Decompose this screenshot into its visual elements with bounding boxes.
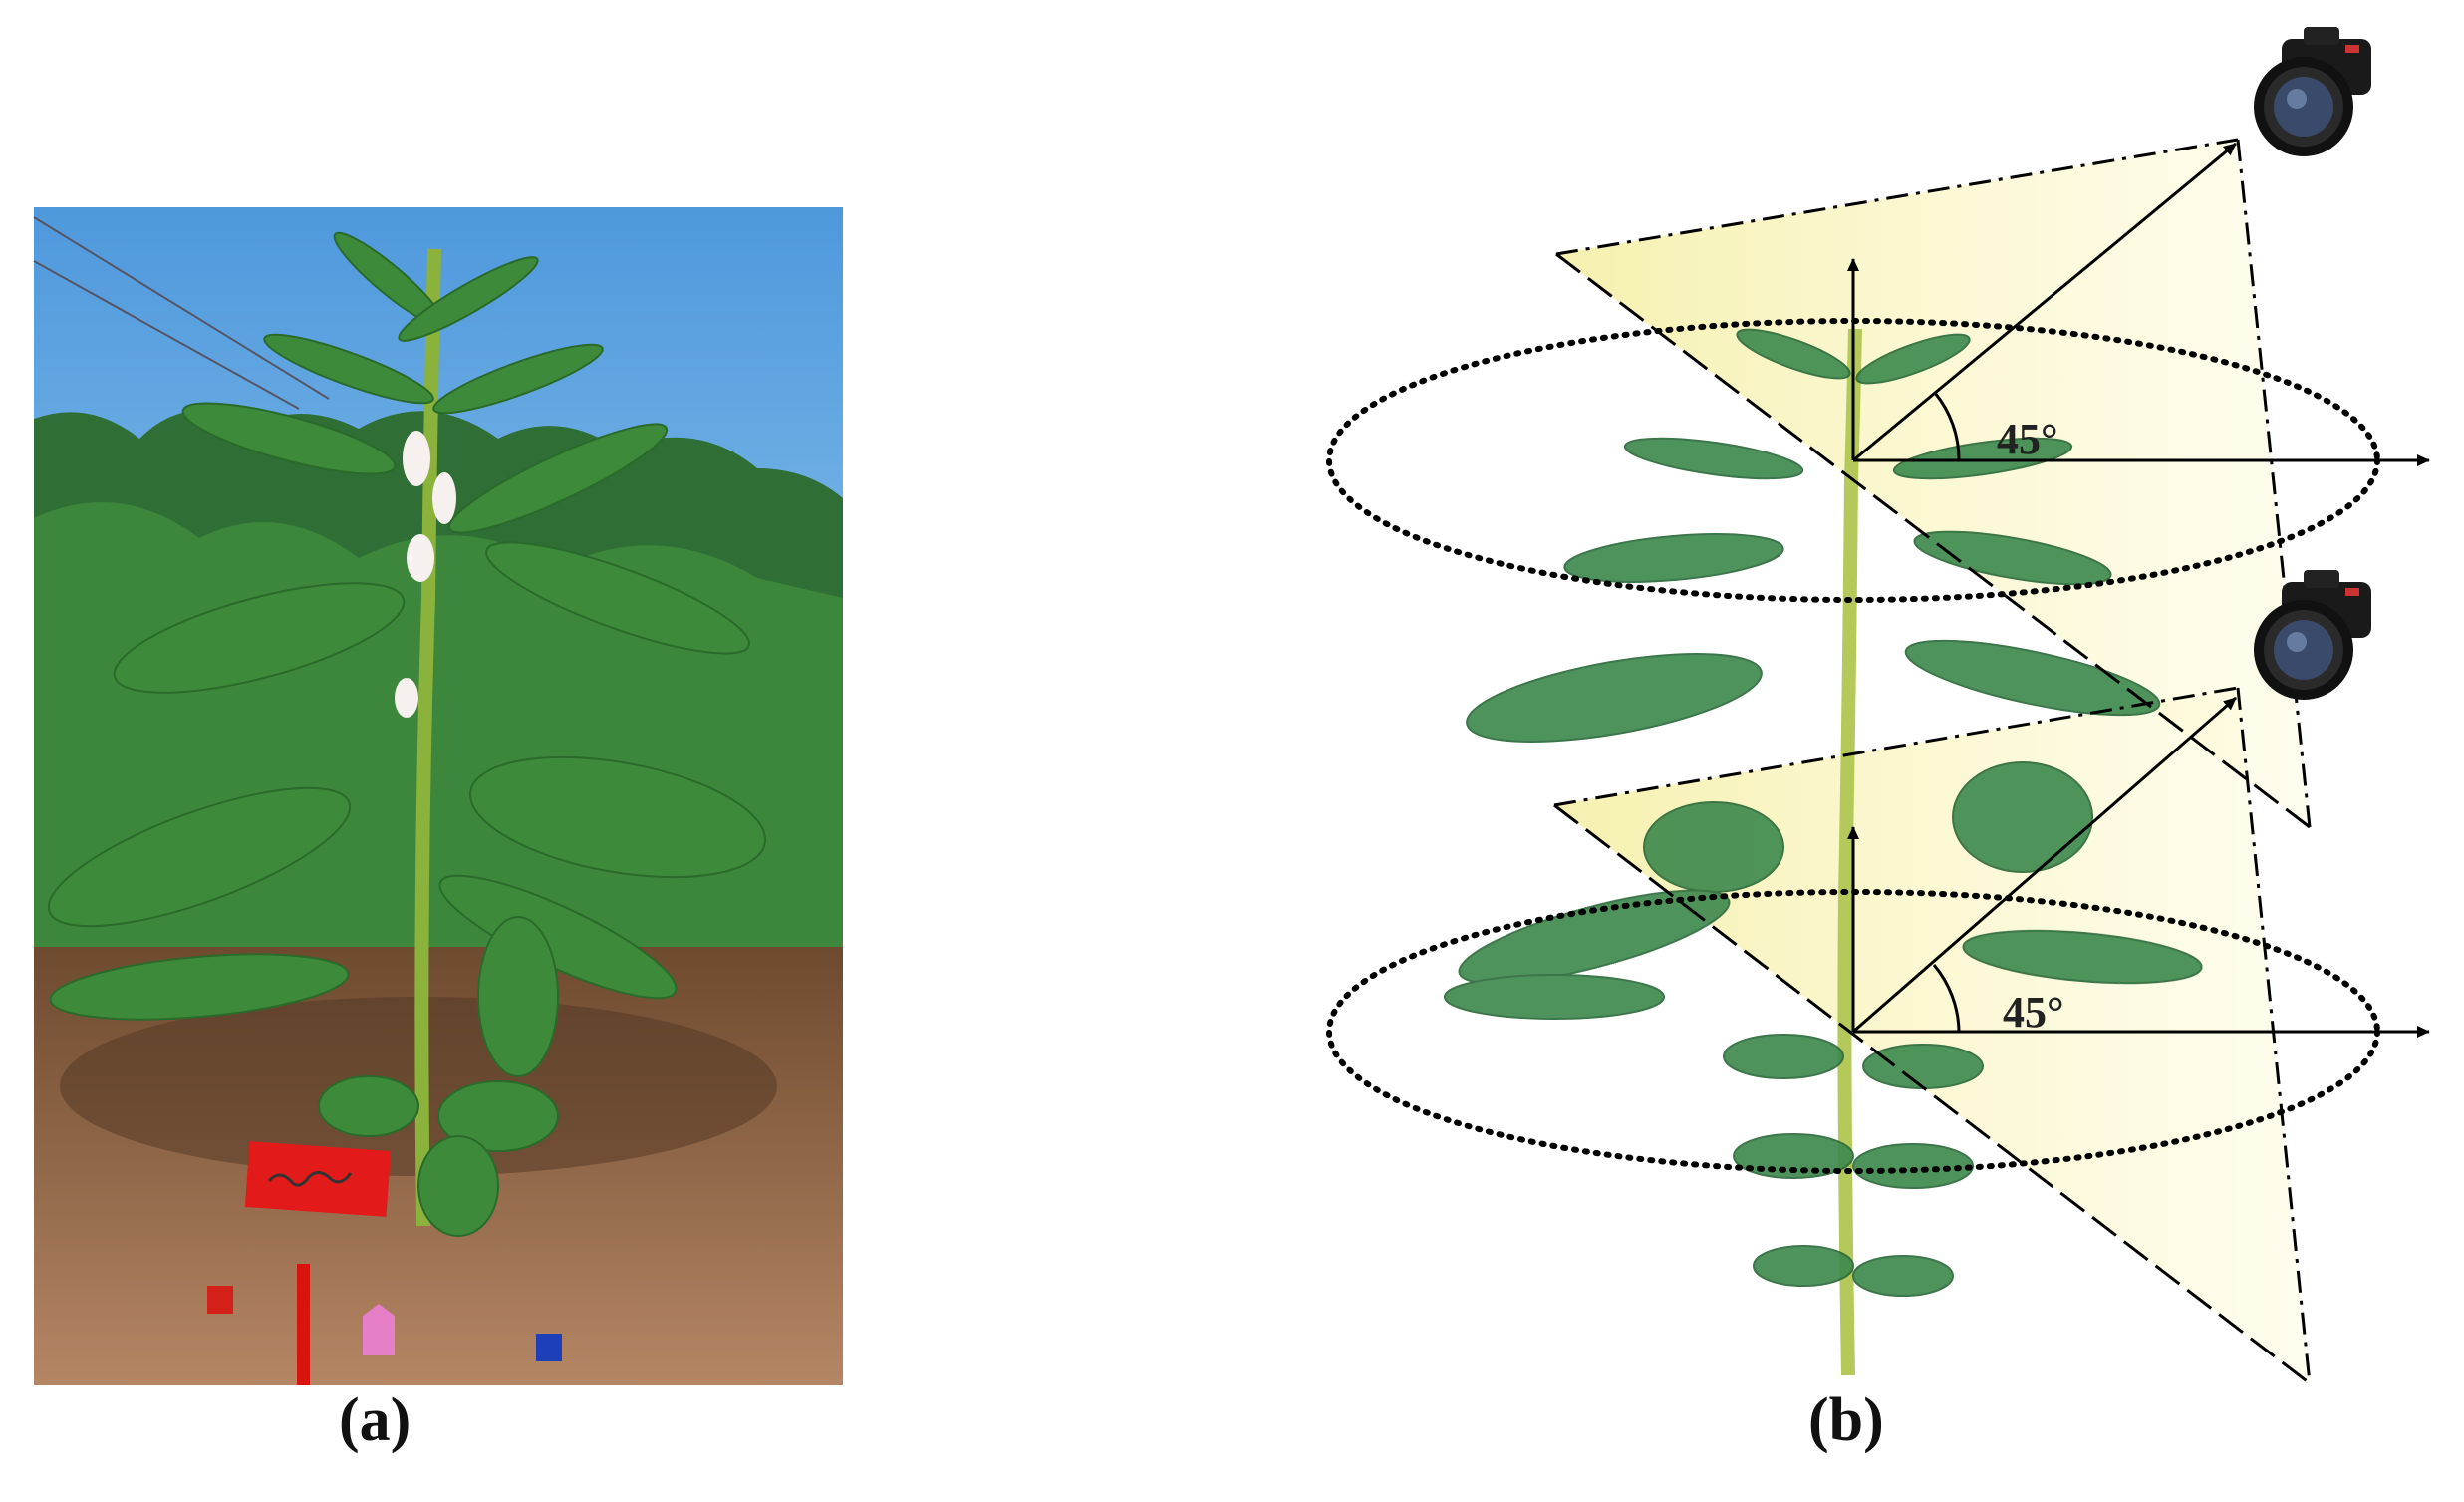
plant-stem — [414, 248, 441, 1227]
upper-angle-label: 45° — [1997, 415, 2058, 463]
upper-angle-arc — [1933, 392, 1961, 461]
blue-marker — [536, 1334, 562, 1361]
panel-b-label: (b) — [1808, 1386, 1884, 1454]
upper-axes — [1847, 142, 2430, 466]
power-line — [33, 260, 300, 410]
red-marker — [207, 1286, 233, 1314]
plant-model — [1444, 328, 2203, 1376]
upper-view-cone — [1556, 140, 2310, 827]
panel-a-label: (a) — [339, 1386, 411, 1454]
upper-camera-ray — [1852, 142, 2237, 462]
lower-view-edges — [1553, 686, 2312, 1384]
upper-view-edges — [1555, 138, 2312, 828]
plant-label-tag — [244, 1141, 392, 1385]
lower-angle-arc — [1932, 964, 1961, 1033]
lower-camera-ray — [1852, 696, 2237, 1034]
lower-axes — [1847, 696, 2430, 1038]
acquisition-diagram: 45° 45° — [1326, 27, 2430, 1385]
field-photo — [33, 207, 843, 1385]
camera-icon — [2254, 27, 2371, 156]
pink-tag — [363, 1304, 395, 1355]
plant-leaves — [47, 231, 767, 1237]
lower-angle-label: 45° — [2003, 988, 2064, 1037]
plant-flowers — [395, 431, 456, 718]
power-line — [33, 216, 330, 400]
camera-icon — [2254, 570, 2371, 700]
